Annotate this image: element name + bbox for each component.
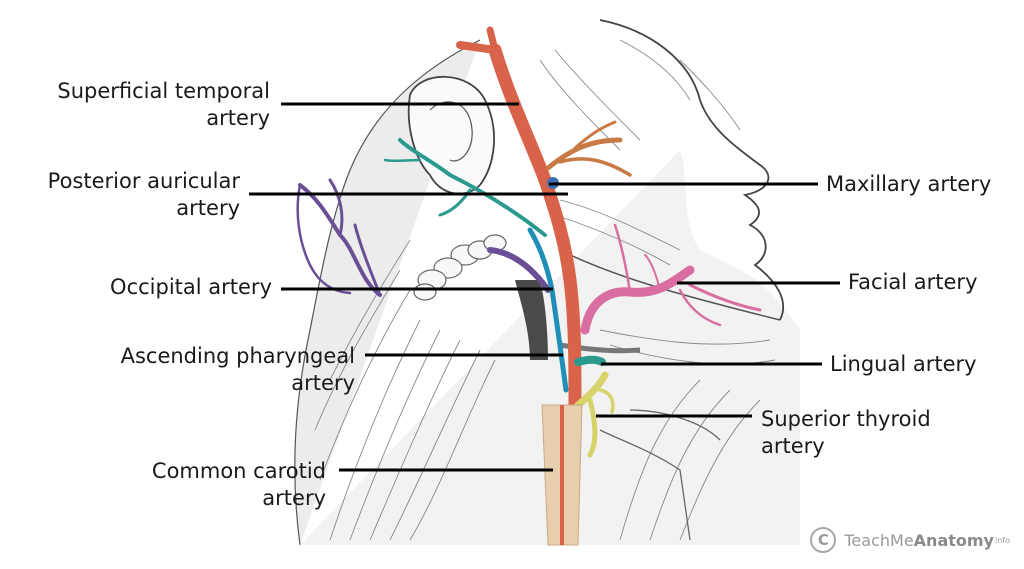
label-line-1: Facial artery bbox=[848, 270, 978, 294]
label-posterior-auricular-artery: Posterior auricular artery bbox=[14, 168, 240, 222]
label-line-1: Maxillary artery bbox=[826, 172, 992, 196]
label-common-carotid-artery: Common carotid artery bbox=[14, 458, 326, 512]
label-maxillary-artery: Maxillary artery bbox=[826, 171, 991, 198]
label-line-2: artery bbox=[761, 434, 825, 458]
external-carotid-artery bbox=[456, 26, 582, 417]
label-line-1: Occipital artery bbox=[110, 275, 272, 299]
label-ascending-pharyngeal-artery: Ascending pharyngeal artery bbox=[14, 343, 355, 397]
pointer-lines bbox=[249, 102, 840, 472]
watermark-brand-light: TeachMe bbox=[844, 530, 914, 550]
label-line-2: artery bbox=[206, 106, 270, 130]
lingual-artery-vessel bbox=[574, 355, 606, 366]
label-line-2: artery bbox=[291, 371, 355, 395]
copyright-logo-icon: C bbox=[810, 527, 837, 553]
facial-artery-vessel bbox=[580, 223, 762, 335]
label-superficial-temporal-artery: Superficial temporal artery bbox=[14, 78, 270, 132]
label-line-1: Lingual artery bbox=[830, 352, 977, 376]
maxillary-artery-vessel bbox=[545, 120, 632, 177]
label-line-1: Ascending pharyngeal bbox=[120, 344, 355, 368]
label-line-1: Superior thyroid bbox=[761, 407, 931, 431]
label-line-1: Common carotid bbox=[151, 459, 326, 483]
head-neck-sketch bbox=[294, 19, 800, 546]
label-line-1: Superficial temporal bbox=[57, 79, 270, 103]
label-occipital-artery: Occipital artery bbox=[14, 274, 272, 301]
label-line-2: artery bbox=[262, 486, 326, 510]
watermark-suffix: info bbox=[994, 535, 1010, 545]
label-line-1: Posterior auricular bbox=[47, 169, 240, 193]
watermark-brand-bold: Anatomy bbox=[913, 530, 994, 550]
label-lingual-artery: Lingual artery bbox=[830, 351, 977, 378]
label-superior-thyroid-artery: Superior thyroid artery bbox=[761, 406, 931, 460]
label-line-2: artery bbox=[176, 196, 240, 220]
label-facial-artery: Facial artery bbox=[848, 269, 978, 296]
